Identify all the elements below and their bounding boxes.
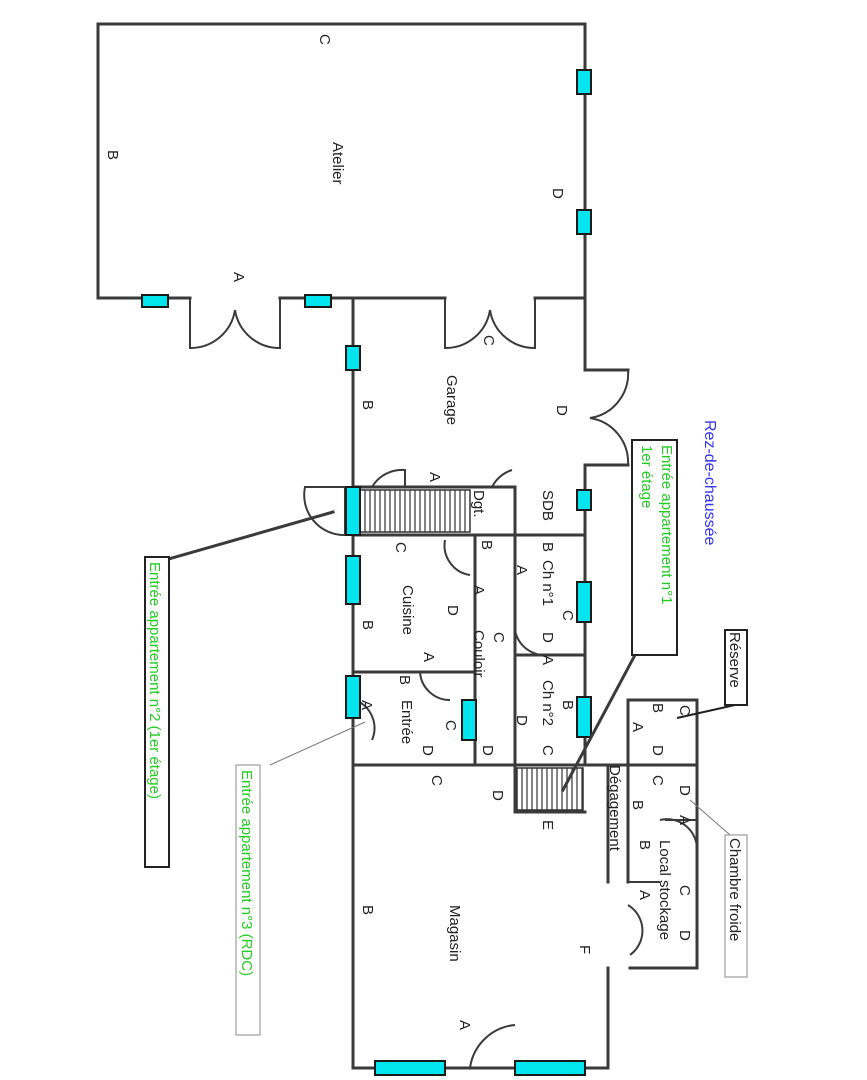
- wall-letter: C: [539, 745, 556, 756]
- room-atelier: Atelier: [329, 142, 346, 185]
- window: [461, 699, 477, 741]
- room-degagement: Dégagement: [606, 765, 623, 852]
- wall-letter: D: [676, 930, 693, 941]
- wall-letter: B: [359, 905, 376, 915]
- callout-appt1: Entrée appartement n°1: [658, 445, 675, 604]
- room-sdb: SDB: [539, 490, 556, 521]
- wall-letter: C: [392, 542, 409, 553]
- callout-leaders: [163, 510, 736, 836]
- wall-letter: C: [490, 632, 507, 643]
- window: [374, 1060, 446, 1076]
- room-garage: Garage: [443, 375, 460, 425]
- wall-letter: A: [539, 655, 556, 665]
- wall-letters: C B D A C B D A B C B A A D C C D B A A …: [104, 34, 693, 1030]
- callout-box-appt1: [631, 439, 678, 656]
- wall-letter: B: [359, 400, 376, 410]
- wall-letter: D: [513, 715, 530, 726]
- floor-title: Rez-de-chaussée: [701, 420, 718, 546]
- callout-box-chambre-froide: [724, 834, 748, 978]
- wall-letter: D: [553, 405, 570, 416]
- wall-letter: A: [420, 652, 437, 662]
- wall-letter: A: [470, 585, 487, 595]
- callout-box-appt2: [144, 556, 170, 868]
- doors: [189, 298, 699, 1069]
- wall-letter: B: [629, 800, 646, 810]
- wall-letter: C: [676, 705, 693, 716]
- window: [576, 209, 592, 235]
- wall-letter: A: [456, 1020, 473, 1030]
- room-local-stockage: Local stockage: [656, 840, 673, 940]
- window: [345, 675, 361, 719]
- window: [514, 1060, 586, 1076]
- window: [345, 486, 361, 536]
- window: [576, 489, 592, 511]
- wall-letter: A: [426, 472, 443, 482]
- window: [141, 294, 169, 308]
- wall-letter: C: [649, 775, 666, 786]
- callout-box-reserve: [724, 629, 748, 706]
- wall-letter: A: [358, 700, 375, 710]
- room-couloir: Couloir: [470, 630, 487, 678]
- wall-letter: C: [559, 610, 576, 621]
- wall-letter: B: [396, 675, 413, 685]
- wall-letter: D: [479, 745, 496, 756]
- callout-appt3: Entrée appartement n°3 (RDC): [238, 770, 255, 976]
- wall-letter: B: [478, 540, 495, 550]
- callout-appt1-floor: 1er étage: [638, 445, 655, 508]
- wall-letter: D: [676, 785, 693, 796]
- walls: [96, 22, 699, 1070]
- wall-letter: D: [419, 745, 436, 756]
- window: [576, 581, 592, 623]
- wall-letter: D: [649, 745, 666, 756]
- room-magasin: Magasin: [446, 905, 463, 962]
- wall-letter: B: [636, 840, 653, 850]
- window: [576, 696, 592, 738]
- wall-letter: A: [629, 722, 646, 732]
- wall-letter: B: [359, 620, 376, 630]
- wall-letter: A: [676, 815, 693, 825]
- wall-letter: D: [539, 632, 556, 643]
- wall-letter: F: [576, 945, 593, 954]
- wall-letter: E: [539, 820, 556, 830]
- wall-letter: C: [480, 335, 497, 346]
- wall-letter: C: [428, 775, 445, 786]
- window: [304, 294, 332, 308]
- label-chambre-froide: Chambre froide: [726, 838, 743, 941]
- room-ch1: Ch n°1: [539, 560, 556, 606]
- wall-letter: C: [676, 885, 693, 896]
- wall-letter: A: [636, 890, 653, 900]
- label-reserve: Réserve: [726, 632, 743, 688]
- windows: [141, 69, 592, 1076]
- room-entree: Entrée: [398, 700, 415, 744]
- wall-letter: B: [539, 542, 556, 552]
- room-dgt: Dgt.: [470, 490, 487, 518]
- window: [576, 69, 592, 95]
- callout-box-appt3: [235, 764, 261, 1036]
- callout-appt2: Entrée appartement n°2 (1er étage): [146, 562, 163, 799]
- wall-letter: B: [559, 700, 576, 710]
- window: [345, 345, 361, 371]
- wall-letter: B: [104, 150, 121, 160]
- window: [345, 555, 361, 605]
- wall-letter: D: [489, 790, 506, 801]
- stairs-up: [359, 489, 471, 533]
- wall-letter: D: [444, 605, 461, 616]
- wall-letter: D: [549, 188, 566, 199]
- stairs-down: [516, 767, 584, 811]
- wall-letter: C: [442, 720, 459, 731]
- labels: Rez-de-chaussée Atelier Garage Dgt. SDB …: [104, 34, 743, 1030]
- wall-letter: B: [649, 703, 666, 713]
- room-cuisine: Cuisine: [399, 585, 416, 635]
- wall-letter: A: [230, 272, 247, 282]
- wall-letter: C: [316, 34, 333, 45]
- room-ch2: Ch n°2: [539, 680, 556, 726]
- wall-letter: A: [513, 565, 530, 575]
